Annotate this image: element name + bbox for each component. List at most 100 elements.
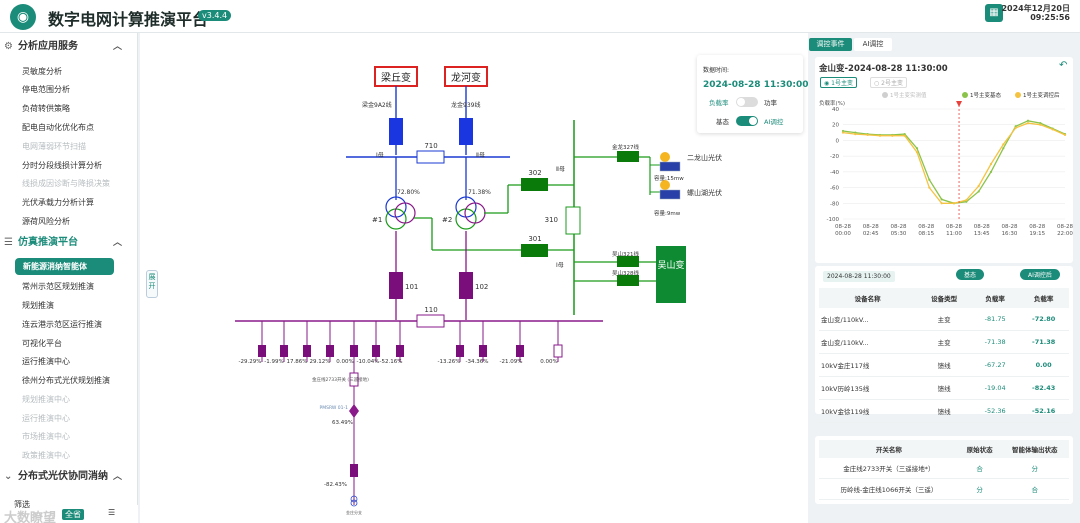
sidebar-item[interactable]: 运行推演中心 [22, 414, 70, 423]
data-point [1014, 125, 1017, 128]
table-row[interactable]: 10kV历岭135线馈线-19.04-82.43 [819, 376, 1069, 400]
expand-handle[interactable]: 展开 [146, 270, 158, 298]
breaker-102[interactable] [459, 272, 473, 299]
sidebar-item[interactable]: 光伏承载力分析计算 [22, 198, 94, 207]
substation-label: 龙河变 [451, 71, 481, 84]
sidebar-item[interactable]: 分时分段线损计算分析 [22, 161, 102, 170]
sidebar-item[interactable]: 运行推演中心 [22, 357, 70, 366]
menu-icon[interactable]: ☰ [108, 508, 116, 517]
svg-text:金庄分支: 金庄分支 [346, 509, 362, 515]
data-point [989, 170, 993, 173]
line-label: 梁金9A2线 [362, 101, 392, 109]
table-cell: 金庄线2733开关（三遥接地*） [819, 458, 959, 479]
svg-text:Ⅱ母: Ⅱ母 [476, 152, 485, 159]
section-simulation[interactable]: ☰ 仿真推演平台 ︿ [0, 233, 138, 253]
legend-dot [962, 92, 968, 98]
data-point [977, 184, 980, 188]
sidebar-item[interactable]: 停电范围分析 [22, 85, 70, 94]
breaker-wushan-328[interactable] [617, 275, 639, 286]
mode-toggle[interactable] [736, 116, 758, 126]
data-point [1039, 123, 1042, 126]
section-analysis[interactable]: ⚙ 分析应用服务 ︿ [0, 37, 138, 57]
tab-ai[interactable]: AI调控 [854, 38, 892, 51]
sidebar-item[interactable]: 规划推演中心 [22, 395, 70, 404]
chevron-up-icon[interactable]: ︿ [112, 238, 122, 248]
data-point [866, 133, 869, 137]
data-point [841, 129, 845, 133]
sidebar-item[interactable]: 负荷转供策略 [22, 104, 70, 113]
feeder-breakers-left[interactable] [258, 345, 404, 357]
breaker-302[interactable] [521, 178, 548, 191]
data-point [1014, 126, 1017, 129]
breaker-left-top[interactable] [389, 118, 403, 145]
svg-text:63.49%: 63.49% [332, 420, 353, 426]
feeder-breaker-open[interactable] [553, 344, 563, 358]
sidebar-item[interactable]: 可视化平台 [22, 339, 62, 348]
table-row[interactable]: 历岭线-金庄线1066开关（三遥）分合 [819, 478, 1069, 500]
feeder-breakers-right[interactable] [456, 345, 524, 357]
switch-diamond[interactable] [349, 404, 359, 418]
sidebar-item-active[interactable]: 新能源消纳智能体 [15, 258, 114, 275]
data-time-value: 2024-08-28 11:30:00 [703, 80, 809, 90]
sidebar-item[interactable]: 政策推演中心 [22, 451, 70, 460]
table-cell: 主变 [916, 330, 972, 354]
table-row[interactable]: 金山变/110kV...主变-71.38-71.38 [819, 330, 1069, 354]
line-label: 龙金939线 [451, 101, 480, 109]
sidebar-item[interactable]: 连云港示范区运行推演 [22, 320, 102, 329]
section-pv[interactable]: ⌄ 分布式光伏协同消纳 ︿ [0, 467, 138, 487]
table-cell: 分 [958, 478, 1001, 500]
tie-switch-710[interactable] [416, 150, 445, 164]
breaker-right-top[interactable] [459, 118, 473, 145]
table-cell: 分 [1000, 458, 1069, 479]
table-header: 智能体输出状态 [1000, 440, 1069, 458]
metric-toggle[interactable] [736, 97, 758, 107]
sidebar-item[interactable]: 常州示范区规划推演 [22, 282, 94, 291]
svg-text:-34.36%: -34.36% [466, 359, 489, 365]
sidebar-item[interactable]: 源荷风险分析 [22, 217, 70, 226]
substation-wushan[interactable] [656, 246, 686, 303]
sidebar-item[interactable]: 灵敏度分析 [22, 67, 62, 76]
load-chart-card: 金山变-2024-08-28 11:30:00 ↶ ◉ 1号主变 ○ 2号主变 … [815, 57, 1073, 263]
tab-events[interactable]: 调控事件 [809, 38, 852, 51]
sidebar-item[interactable]: 配电自动化优化布点 [22, 123, 94, 132]
calendar-button[interactable]: ▦ [985, 4, 1003, 22]
data-point [928, 186, 931, 189]
chevron-up-icon[interactable]: ︿ [112, 42, 122, 52]
table-row[interactable]: 金庄线2733开关（三遥接地*）合分 [819, 458, 1069, 479]
tx-tab-2[interactable]: ○ 2号主变 [870, 77, 907, 88]
breaker-301[interactable] [521, 244, 548, 257]
breaker-branch[interactable] [350, 464, 358, 477]
tie-switch-110[interactable] [416, 314, 445, 328]
legend-label: 1号主变基态 [970, 91, 1001, 99]
sidebar-item[interactable]: 电网薄弱环节扫描 [22, 142, 86, 151]
filter-button[interactable]: 筛选 [14, 500, 30, 509]
table-row[interactable]: 金山变/110kV...主变-81.75-72.80 [819, 308, 1069, 331]
chevron-up-icon[interactable]: ︿ [112, 472, 122, 482]
sidebar-item[interactable]: 线损成因诊断与降损决策 [22, 179, 110, 188]
breaker-pv1[interactable] [617, 151, 639, 162]
table-row[interactable]: 10kV金徐119线馈线-52.36-52.16 [819, 399, 1069, 423]
feeder-loads-left: -29.29% -1.99% 17.86% 29.12% 0.00% -10.0… [239, 359, 403, 365]
x-tick-label: 19:15 [1029, 231, 1045, 237]
time-marker-icon [956, 101, 963, 107]
back-arrow-icon[interactable]: ↶ [1059, 60, 1068, 71]
tx-tab-1[interactable]: ◉ 1号主变 [820, 77, 857, 88]
tie-switch-310[interactable] [565, 206, 581, 235]
transformer-1[interactable] [385, 196, 416, 230]
sidebar-item[interactable]: 徐州分布式光伏规划推演 [22, 376, 110, 385]
breaker-wushan-321[interactable] [617, 256, 639, 267]
device-load-table: 设备名称设备类型负载率负载率金山变/110kV...主变-81.75-72.80… [819, 288, 1069, 423]
x-tick-label: 16:30 [1002, 231, 1018, 237]
y-tick-label: -100 [827, 217, 840, 223]
solar-panel-icon [659, 152, 681, 172]
transformer-2[interactable] [455, 196, 486, 230]
table-cell: -81.75 [971, 308, 1019, 331]
x-tick-label: 08-28 [918, 224, 934, 230]
breaker-101[interactable] [389, 272, 403, 299]
x-tick-label: 08-28 [891, 224, 907, 230]
sidebar-item[interactable]: 市场推演中心 [22, 432, 70, 441]
switch-jinzhuang-2733[interactable] [349, 372, 359, 387]
province-button[interactable]: 全省 [62, 509, 84, 520]
sidebar-item[interactable]: 规划推演 [22, 301, 54, 310]
